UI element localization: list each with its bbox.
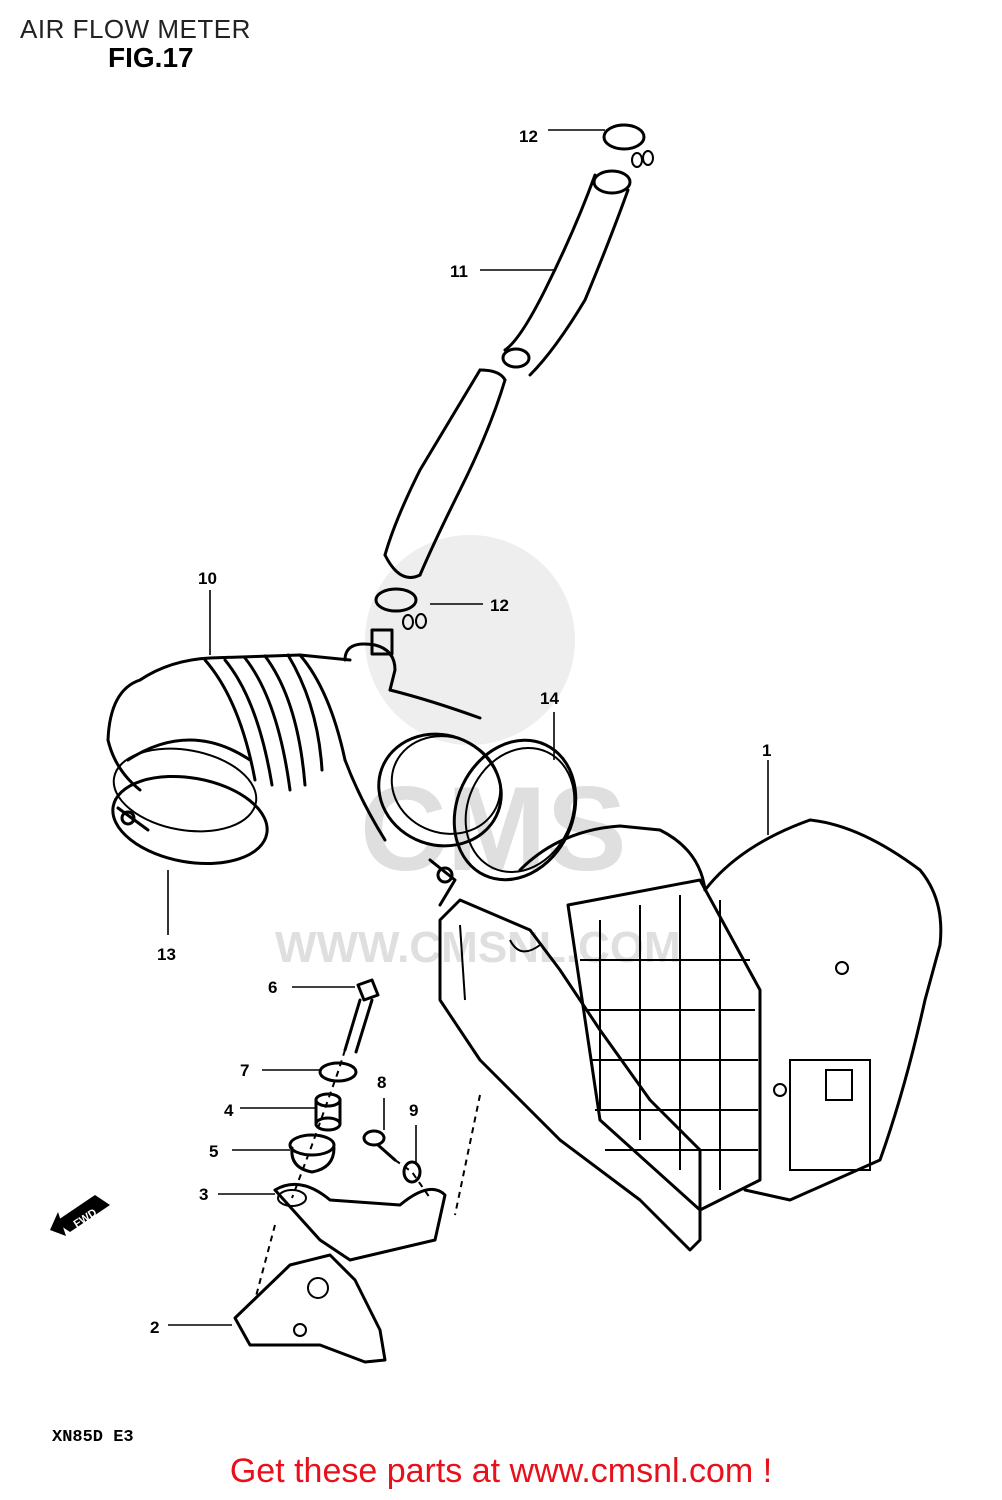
clamp-band: [428, 738, 578, 907]
lock-washer: [402, 1160, 422, 1184]
callout-2: 2: [150, 1318, 159, 1337]
callout-13: 13: [157, 945, 176, 964]
page-title: AIR FLOW METER: [20, 14, 251, 44]
hose-clamp-lower: [374, 587, 427, 630]
washer: [318, 1061, 358, 1083]
watermark-logo-text: CMS: [360, 762, 627, 896]
model-code: XN85D E3: [52, 1428, 134, 1447]
footer-link[interactable]: Get these parts at www.cmsnl.com !: [229, 1452, 773, 1490]
screw: [362, 1129, 397, 1162]
callout-8: 8: [377, 1073, 386, 1092]
breather-hose: [383, 169, 632, 579]
air-flow-meter-body: [438, 818, 943, 1252]
intake-duct: [106, 628, 503, 866]
spacer-collar: [314, 1092, 342, 1132]
callout-10: 10: [198, 569, 217, 588]
watermark-logo: CMS WWW.CMSNL.COM: [275, 535, 681, 972]
grommet: [288, 1133, 336, 1174]
callout-1: 1: [762, 741, 771, 760]
callout-3: 3: [199, 1185, 208, 1204]
callout-7: 7: [240, 1061, 249, 1080]
fwd-arrow-icon: FWD: [50, 1195, 110, 1236]
callout-11: 11: [450, 262, 468, 281]
callout-6: 6: [268, 978, 277, 997]
callout-4: 4: [224, 1101, 234, 1120]
callout-14: 14: [540, 689, 559, 708]
mounting-bracket-upper: [273, 1182, 447, 1262]
callout-9: 9: [409, 1101, 418, 1120]
callout-12-lower: 12: [490, 596, 509, 615]
bolt: [343, 978, 380, 1054]
hose-clamp-upper: [602, 123, 654, 168]
figure-number: FIG.17: [108, 42, 194, 73]
callout-12-upper: 12: [519, 127, 538, 146]
watermark-url: WWW.CMSNL.COM: [275, 923, 681, 972]
callout-5: 5: [209, 1142, 218, 1161]
mounting-bracket-lower: [233, 1253, 387, 1364]
